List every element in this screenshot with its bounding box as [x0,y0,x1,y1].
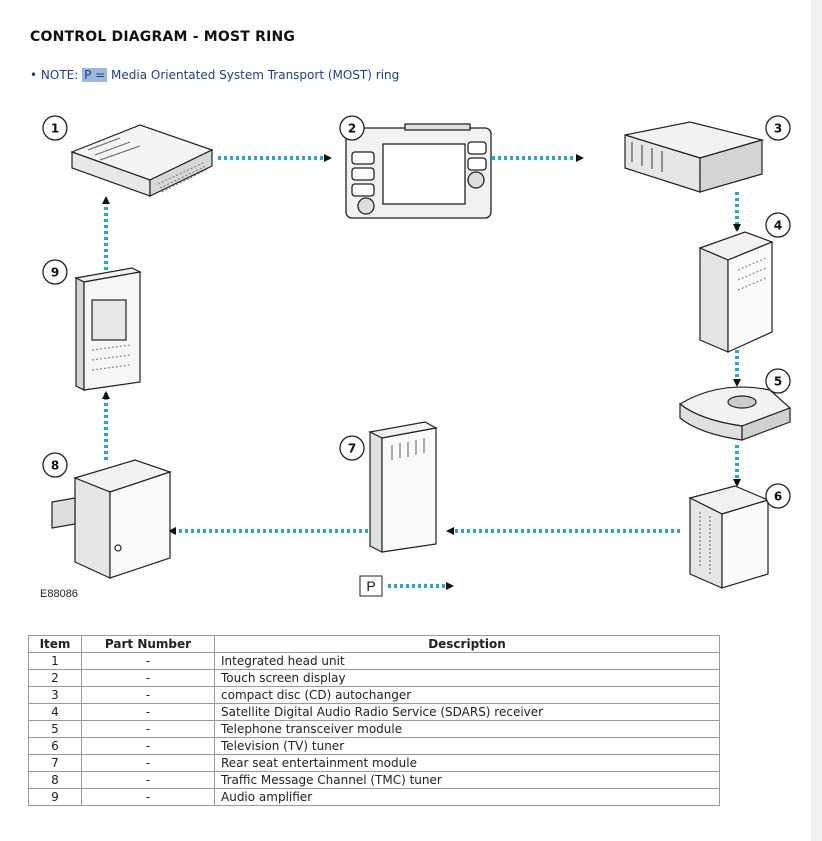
page-title: CONTROL DIAGRAM - MOST RING [30,29,296,45]
cell-item: 4 [28,703,82,721]
svg-text:8: 8 [51,459,59,473]
component-touch-screen-display [345,123,492,219]
callout-circles: 1 2 3 4 5 6 7 8 9 [42,115,791,509]
svg-text:5: 5 [774,375,782,389]
component-sdars-receiver [698,231,774,353]
table-row: 9-Audio amplifier [28,788,720,806]
cell-item: 6 [28,737,82,755]
callout-8: 8 [42,452,68,478]
svg-text:9: 9 [51,266,59,280]
table-row: 1-Integrated head unit [28,652,720,670]
component-tv-tuner [688,485,770,589]
component-telephone-transceiver [678,386,792,441]
table-header-row: Item Part Number Description [28,635,720,653]
cell-description: Rear seat entertainment module [214,754,720,772]
cell-description: compact disc (CD) autochanger [214,686,720,704]
note-prefix: • NOTE: [30,68,83,82]
component-tmc-tuner [51,459,172,579]
cell-item: 7 [28,754,82,772]
legend-p-label: P [366,578,375,594]
component-audio-amplifier [74,267,142,391]
parts-table: Item Part Number Description 1-Integrate… [28,635,720,806]
cell-description: Satellite Digital Audio Radio Service (S… [214,703,720,721]
component-cd-autochanger [624,121,765,193]
most-ring-legend: P [359,575,383,597]
cell-part-number: - [81,686,215,704]
callout-3: 3 [765,115,791,141]
cell-description: Integrated head unit [214,652,720,670]
cell-description: Audio amplifier [214,788,720,806]
table-row: 6-Television (TV) tuner [28,737,720,755]
note-line: • NOTE: P = Media Orientated System Tran… [30,68,399,82]
cell-item: 3 [28,686,82,704]
header-part-number: Part Number [81,635,215,653]
svg-text:7: 7 [348,442,356,456]
table-row: 5-Telephone transceiver module [28,720,720,738]
svg-text:1: 1 [51,122,59,136]
component-rear-seat-entertainment [368,421,438,553]
table-row: 3-compact disc (CD) autochanger [28,686,720,704]
cell-part-number: - [81,788,215,806]
cell-description: Television (TV) tuner [214,737,720,755]
svg-text:2: 2 [348,122,356,136]
figure-id: E88086 [40,588,78,600]
header-description: Description [214,635,720,653]
callout-9: 9 [42,259,68,285]
table-row: 7-Rear seat entertainment module [28,754,720,772]
note-text: Media Orientated System Transport (MOST)… [107,68,400,82]
callout-7: 7 [339,435,365,461]
cell-item: 5 [28,720,82,738]
callout-2: 2 [339,115,365,141]
cell-part-number: - [81,754,215,772]
callout-4: 4 [765,212,791,238]
svg-text:4: 4 [774,219,782,233]
svg-text:6: 6 [774,490,782,504]
most-ring-diagram: 1 2 3 4 5 6 7 8 9 P E88086 [0,100,811,610]
cell-description: Telephone transceiver module [214,720,720,738]
callout-5: 5 [765,368,791,394]
cell-description: Touch screen display [214,669,720,687]
cell-part-number: - [81,703,215,721]
cell-part-number: - [81,669,215,687]
cell-item: 9 [28,788,82,806]
cell-item: 1 [28,652,82,670]
header-item: Item [28,635,82,653]
cell-part-number: - [81,652,215,670]
cell-item: 8 [28,771,82,789]
cell-part-number: - [81,771,215,789]
callout-6: 6 [765,483,791,509]
table-row: 8-Traffic Message Channel (TMC) tuner [28,771,720,789]
cell-part-number: - [81,720,215,738]
cell-part-number: - [81,737,215,755]
cell-item: 2 [28,669,82,687]
svg-text:3: 3 [774,122,782,136]
cell-description: Traffic Message Channel (TMC) tuner [214,771,720,789]
table-row: 4-Satellite Digital Audio Radio Service … [28,703,720,721]
component-integrated-head-unit [70,124,214,197]
note-highlight: P = [82,68,108,82]
callout-1: 1 [42,115,68,141]
table-row: 2-Touch screen display [28,669,720,687]
